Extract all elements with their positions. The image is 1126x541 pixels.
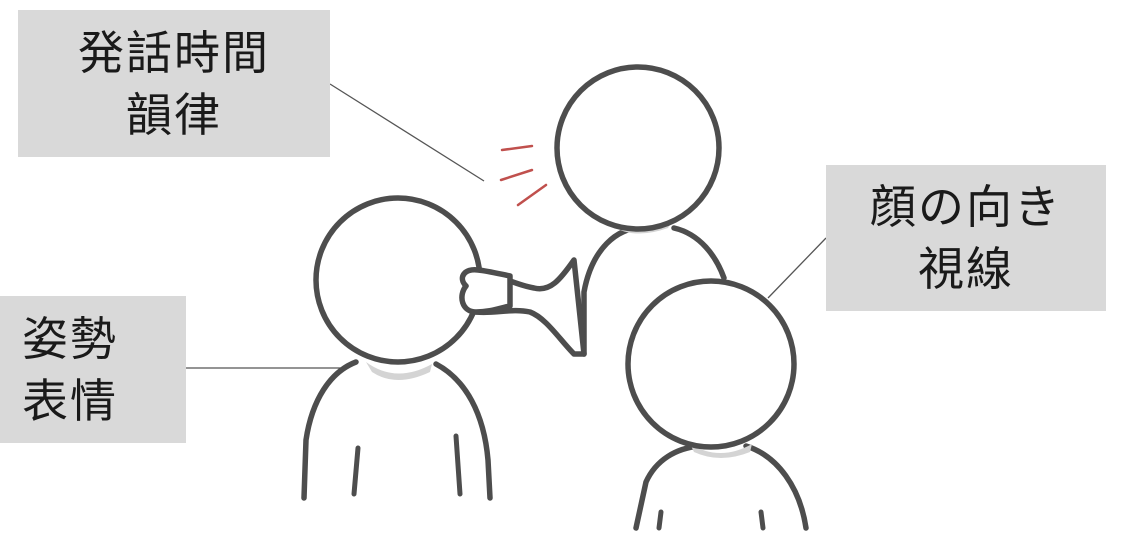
left-listener-figure [304,198,490,498]
gaze-label-line2: 視線 [918,238,1014,300]
speech-marks-icon [501,146,546,205]
speech-label-line1: 発話時間 [78,22,270,84]
posture-label-line2: 表情 [22,370,118,432]
right-listener-head [628,281,794,447]
leader-line-speech [330,84,484,181]
leader-line-gaze [768,238,826,298]
speech-label-line2: 韻律 [126,84,222,146]
speaker-hand [462,270,510,312]
posture-label-box: 姿勢 表情 [0,296,186,443]
gaze-label-box: 顔の向き 視線 [826,165,1106,311]
gaze-label-line1: 顔の向き [870,176,1062,238]
speech-label-box: 発話時間 韻律 [18,10,330,157]
left-listener-head [316,198,480,362]
right-listener-figure [628,281,806,528]
right-listener-arm-line-2 [761,512,763,528]
right-listener-arm-line [659,512,661,528]
posture-label-line1: 姿勢 [22,308,118,370]
speaker-head [557,67,719,229]
